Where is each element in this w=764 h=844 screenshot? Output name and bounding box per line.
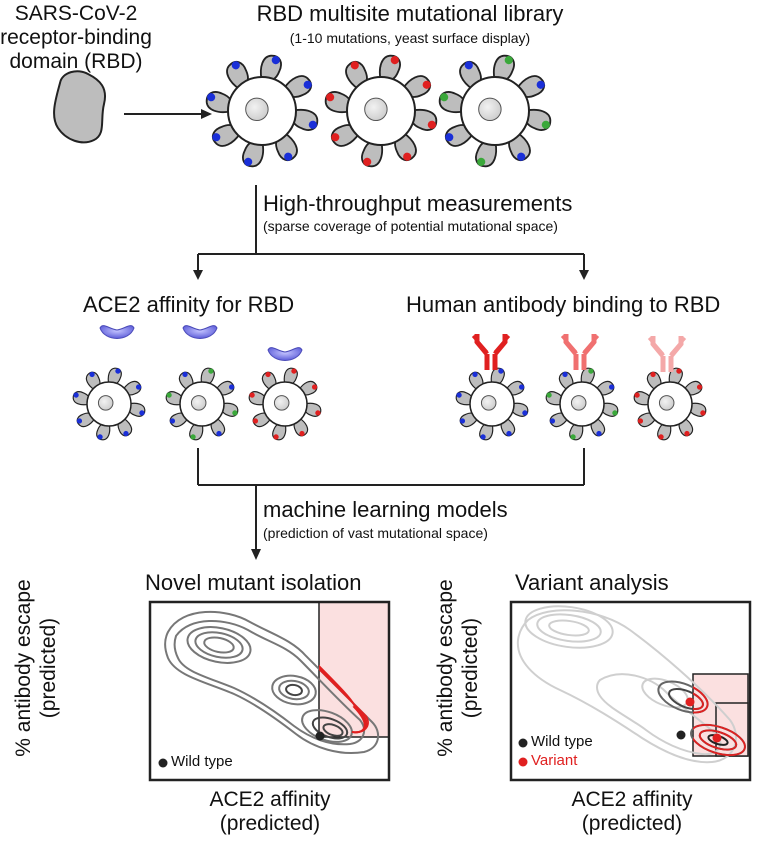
antibody-light-icon: [647, 336, 687, 372]
left-plot-title: Novel mutant isolation: [145, 570, 362, 595]
ace2-cell-3: [248, 367, 322, 441]
right-xlabel: ACE2 affinity (predicted): [571, 788, 692, 836]
antibody-cell-3: [633, 367, 707, 441]
antibody-strong-icon: [471, 334, 511, 370]
right-legend-variant-label: Variant: [531, 752, 578, 769]
left-plot: [148, 600, 391, 782]
antibodies: [471, 334, 687, 372]
rbd-blob-icon: [53, 70, 106, 144]
antibody-assay-title: Human antibody binding to RBD: [406, 292, 721, 317]
ml-subtitle: (prediction of vast mutational space): [263, 525, 488, 541]
library-title: RBD multisite mutational library: [256, 1, 564, 26]
right-ylabel: % antibody escape (predicted): [433, 578, 483, 758]
library-cell-mixed: [438, 54, 552, 168]
right-plot: [509, 600, 752, 782]
right-wildtype-point: [676, 730, 686, 740]
left-xlabel: ACE2 affinity (predicted): [209, 788, 330, 836]
ace2-cell-2: [165, 367, 239, 441]
arrow-to-plots: [251, 549, 261, 560]
left-ylabel-line-1: % antibody escape: [12, 579, 35, 757]
measurements-title: High-throughput measurements: [263, 191, 573, 216]
rbd-label-line-2: receptor-binding: [0, 26, 152, 49]
left-xlabel-line-2: (predicted): [219, 812, 321, 835]
ace2-molecule-2: [182, 325, 218, 339]
right-variant-point-lower: [712, 733, 722, 743]
right-xlabel-line-1: ACE2 affinity: [571, 788, 693, 811]
right-legend-wildtype-dot: [518, 738, 528, 748]
right-variant-point-upper: [685, 697, 695, 707]
arrow-to-ace2: [193, 270, 203, 280]
right-ylabel-line-2: (predicted): [459, 617, 482, 719]
measurements-subtitle: (sparse coverage of potential mutational…: [263, 218, 558, 234]
ace2-molecules: [99, 325, 303, 361]
library-cell-blue: [205, 54, 319, 168]
ace2-assay-title: ACE2 affinity for RBD: [83, 292, 295, 317]
left-legend-wildtype-label: Wild type: [171, 753, 233, 770]
right-legend-wildtype-label: Wild type: [531, 733, 593, 750]
flow-connector-top: [197, 185, 585, 272]
right-density-contours: [516, 605, 746, 764]
right-legend-variant-dot: [518, 757, 528, 767]
left-ylabel-line-2: (predicted): [37, 617, 60, 719]
rbd-label-line-1: SARS-CoV-2: [14, 2, 138, 25]
yeast-cells: [72, 54, 707, 441]
left-wildtype-point: [315, 731, 325, 741]
left-xlabel-line-1: ACE2 affinity: [209, 788, 331, 811]
library-subtitle: (1-10 mutations, yeast surface display): [289, 30, 531, 46]
antibody-cell-2: [545, 367, 619, 441]
antibody-mid-icon: [560, 334, 600, 370]
antibody-cell-1: [455, 367, 529, 441]
right-ylabel-line-1: % antibody escape: [434, 579, 457, 757]
left-plot-frame: [148, 600, 391, 782]
library-cell-red: [324, 54, 438, 168]
arrow-to-antibody: [579, 270, 589, 280]
right-xlabel-line-2: (predicted): [581, 812, 683, 835]
rbd-label-line-3: domain (RBD): [9, 50, 143, 73]
arrow-rbd-to-library: [124, 109, 212, 119]
ml-title: machine learning models: [263, 497, 508, 522]
left-escape-region: [318, 601, 390, 738]
right-plot-title: Variant analysis: [515, 570, 669, 595]
ace2-cell-1: [72, 367, 146, 441]
flow-connector-bottom: [197, 448, 585, 551]
left-ylabel: % antibody escape (predicted): [11, 578, 61, 758]
right-plot-frame: [509, 600, 752, 782]
left-legend-wildtype-dot: [158, 758, 168, 768]
rbd-label: SARS-CoV-2 receptor-binding domain (RBD): [0, 2, 152, 74]
ace2-molecule-1: [99, 325, 135, 339]
ace2-molecule-3-bound: [267, 347, 303, 361]
